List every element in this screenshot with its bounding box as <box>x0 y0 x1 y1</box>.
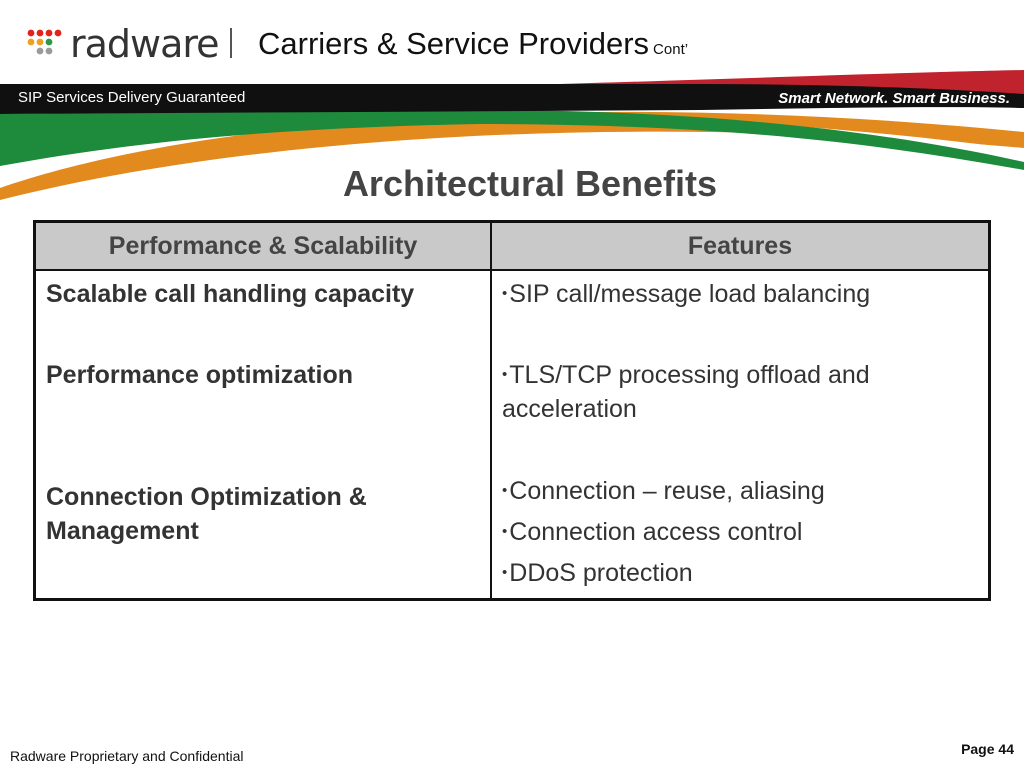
bullet-icon: • <box>502 482 508 499</box>
footer-confidential: Radware Proprietary and Confidential <box>10 748 244 764</box>
feature-text: DDoS protection <box>509 559 693 587</box>
column-header-performance: Performance & Scalability <box>34 221 492 271</box>
benefit-item-connection: Connection Optimization & Management <box>46 483 367 545</box>
feature-text: Connection access control <box>509 518 803 546</box>
benefits-table: Performance & Scalability Features Scala… <box>33 220 991 601</box>
bullet-icon: • <box>502 523 508 540</box>
benefits-cell: Scalable call handling capacity Performa… <box>34 270 492 600</box>
header-swoosh-band <box>0 70 1024 200</box>
feature-item: •Connection – reuse, aliasing <box>502 474 978 508</box>
header-title-suffix: Cont’ <box>653 41 689 58</box>
column-header-features: Features <box>491 221 990 271</box>
slide-title: Architectural Benefits <box>342 163 718 204</box>
radware-logo-icon <box>27 29 62 55</box>
benefit-item-performance: Performance optimization <box>46 361 353 389</box>
table-row: Scalable call handling capacity Performa… <box>34 270 990 600</box>
feature-item: •Connection access control <box>502 515 978 549</box>
banner-text: SIP Services Delivery Guaranteed <box>18 89 246 106</box>
feature-text: Connection – reuse, aliasing <box>509 477 825 505</box>
benefit-item-scalable: Scalable call handling capacity <box>46 280 415 308</box>
bullet-icon: • <box>502 285 508 302</box>
header-divider <box>230 28 232 58</box>
banner-tagline: Smart Network. Smart Business. <box>778 90 1010 107</box>
feature-text: SIP call/message load balancing <box>509 280 871 308</box>
logo-wordmark: radware <box>70 22 220 66</box>
feature-text: TLS/TCP processing offload and accelerat… <box>502 361 870 423</box>
page-number: Page 44 <box>961 741 1014 757</box>
feature-item: •TLS/TCP processing offload and accelera… <box>502 358 978 426</box>
bullet-icon: • <box>502 564 508 581</box>
feature-item: •SIP call/message load balancing <box>502 277 978 311</box>
header-title-text: Carriers & Service Providers <box>258 26 650 61</box>
features-cell: •SIP call/message load balancing •TLS/TC… <box>491 270 990 600</box>
bullet-icon: • <box>502 366 508 383</box>
feature-item: •DDoS protection <box>502 556 978 590</box>
table-header-row: Performance & Scalability Features <box>34 221 990 271</box>
